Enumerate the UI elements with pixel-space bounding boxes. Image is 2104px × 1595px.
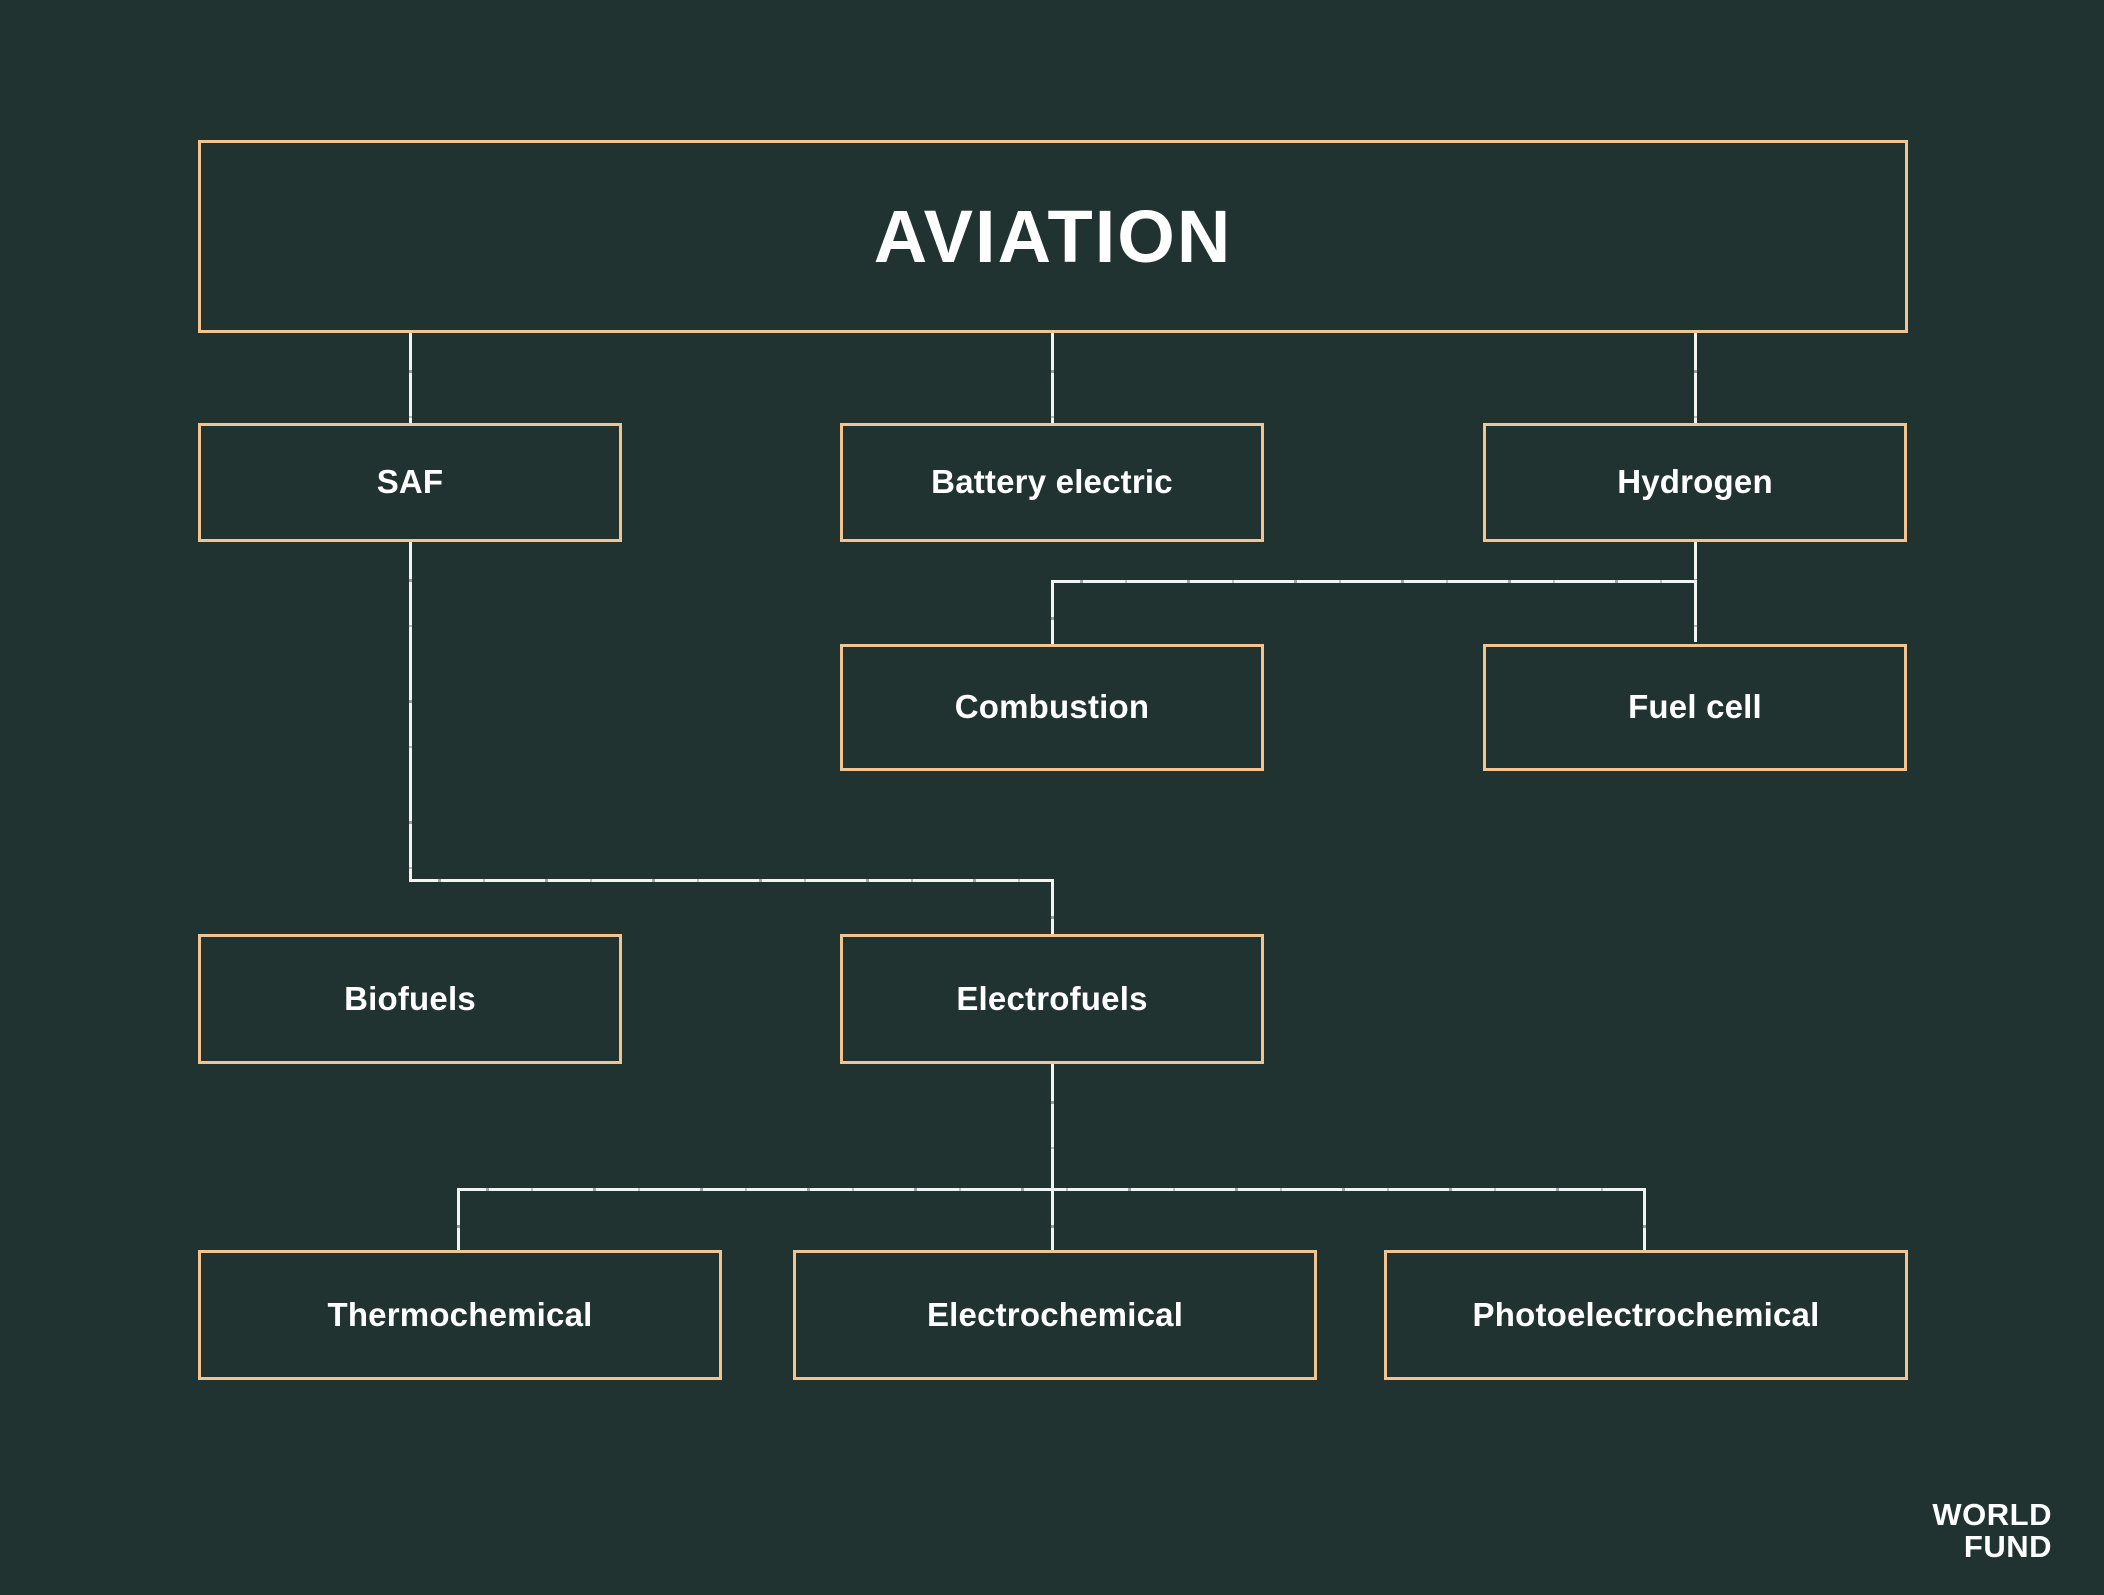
node-combustion[interactable]: Combustion [840,644,1264,771]
connector-bus-to-electrochemical [1051,1188,1054,1250]
node-saf[interactable]: SAF [198,423,622,542]
node-biofuels-label: Biofuels [344,979,476,1017]
node-battery-electric[interactable]: Battery electric [840,423,1264,542]
connector-hydrogen-stem [1694,542,1697,642]
node-electrochemical[interactable]: Electrochemical [793,1250,1317,1380]
node-hydrogen[interactable]: Hydrogen [1483,423,1907,542]
node-combustion-label: Combustion [954,688,1150,726]
node-electrofuels-label: Electrofuels [956,979,1148,1017]
connector-bus-to-thermochemical [457,1188,460,1250]
world-fund-logo: WORLD FUND [1932,1496,2052,1564]
node-aviation-label: AVIATION [873,194,1233,278]
node-electrofuels[interactable]: Electrofuels [840,934,1264,1064]
node-battery-electric-label: Battery electric [931,463,1173,501]
connector-electrofuels-stem [1051,1064,1054,1191]
node-thermochemical[interactable]: Thermochemical [198,1250,722,1380]
node-thermochemical-label: Thermochemical [327,1295,593,1333]
node-hydrogen-label: Hydrogen [1617,463,1773,501]
node-aviation[interactable]: AVIATION [198,140,1908,333]
connector-saf-bus [409,879,1054,882]
connector-bus-to-combustion [1051,580,1054,644]
node-saf-label: SAF [376,463,444,501]
connector-aviation-to-saf [409,333,412,423]
node-photoelectrochemical[interactable]: Photoelectrochemical [1384,1250,1908,1380]
logo-line-fund: FUND [1963,1528,2052,1564]
node-biofuels[interactable]: Biofuels [198,934,622,1064]
node-fuel-cell-label: Fuel cell [1628,688,1762,726]
connector-bus-to-electrofuels [1051,879,1054,934]
connector-saf-stem [409,542,412,882]
node-electrochemical-label: Electrochemical [926,1295,1184,1333]
logo-line-world: WORLD [1932,1496,2052,1532]
node-fuel-cell[interactable]: Fuel cell [1483,644,1907,771]
node-photoelectrochemical-label: Photoelectrochemical [1472,1295,1820,1333]
connector-aviation-to-hydrogen [1694,333,1697,423]
connector-bus-to-photoelectrochemical [1643,1188,1646,1250]
connector-hydrogen-bus [1051,580,1697,583]
connector-aviation-to-battery-electric [1051,333,1054,423]
